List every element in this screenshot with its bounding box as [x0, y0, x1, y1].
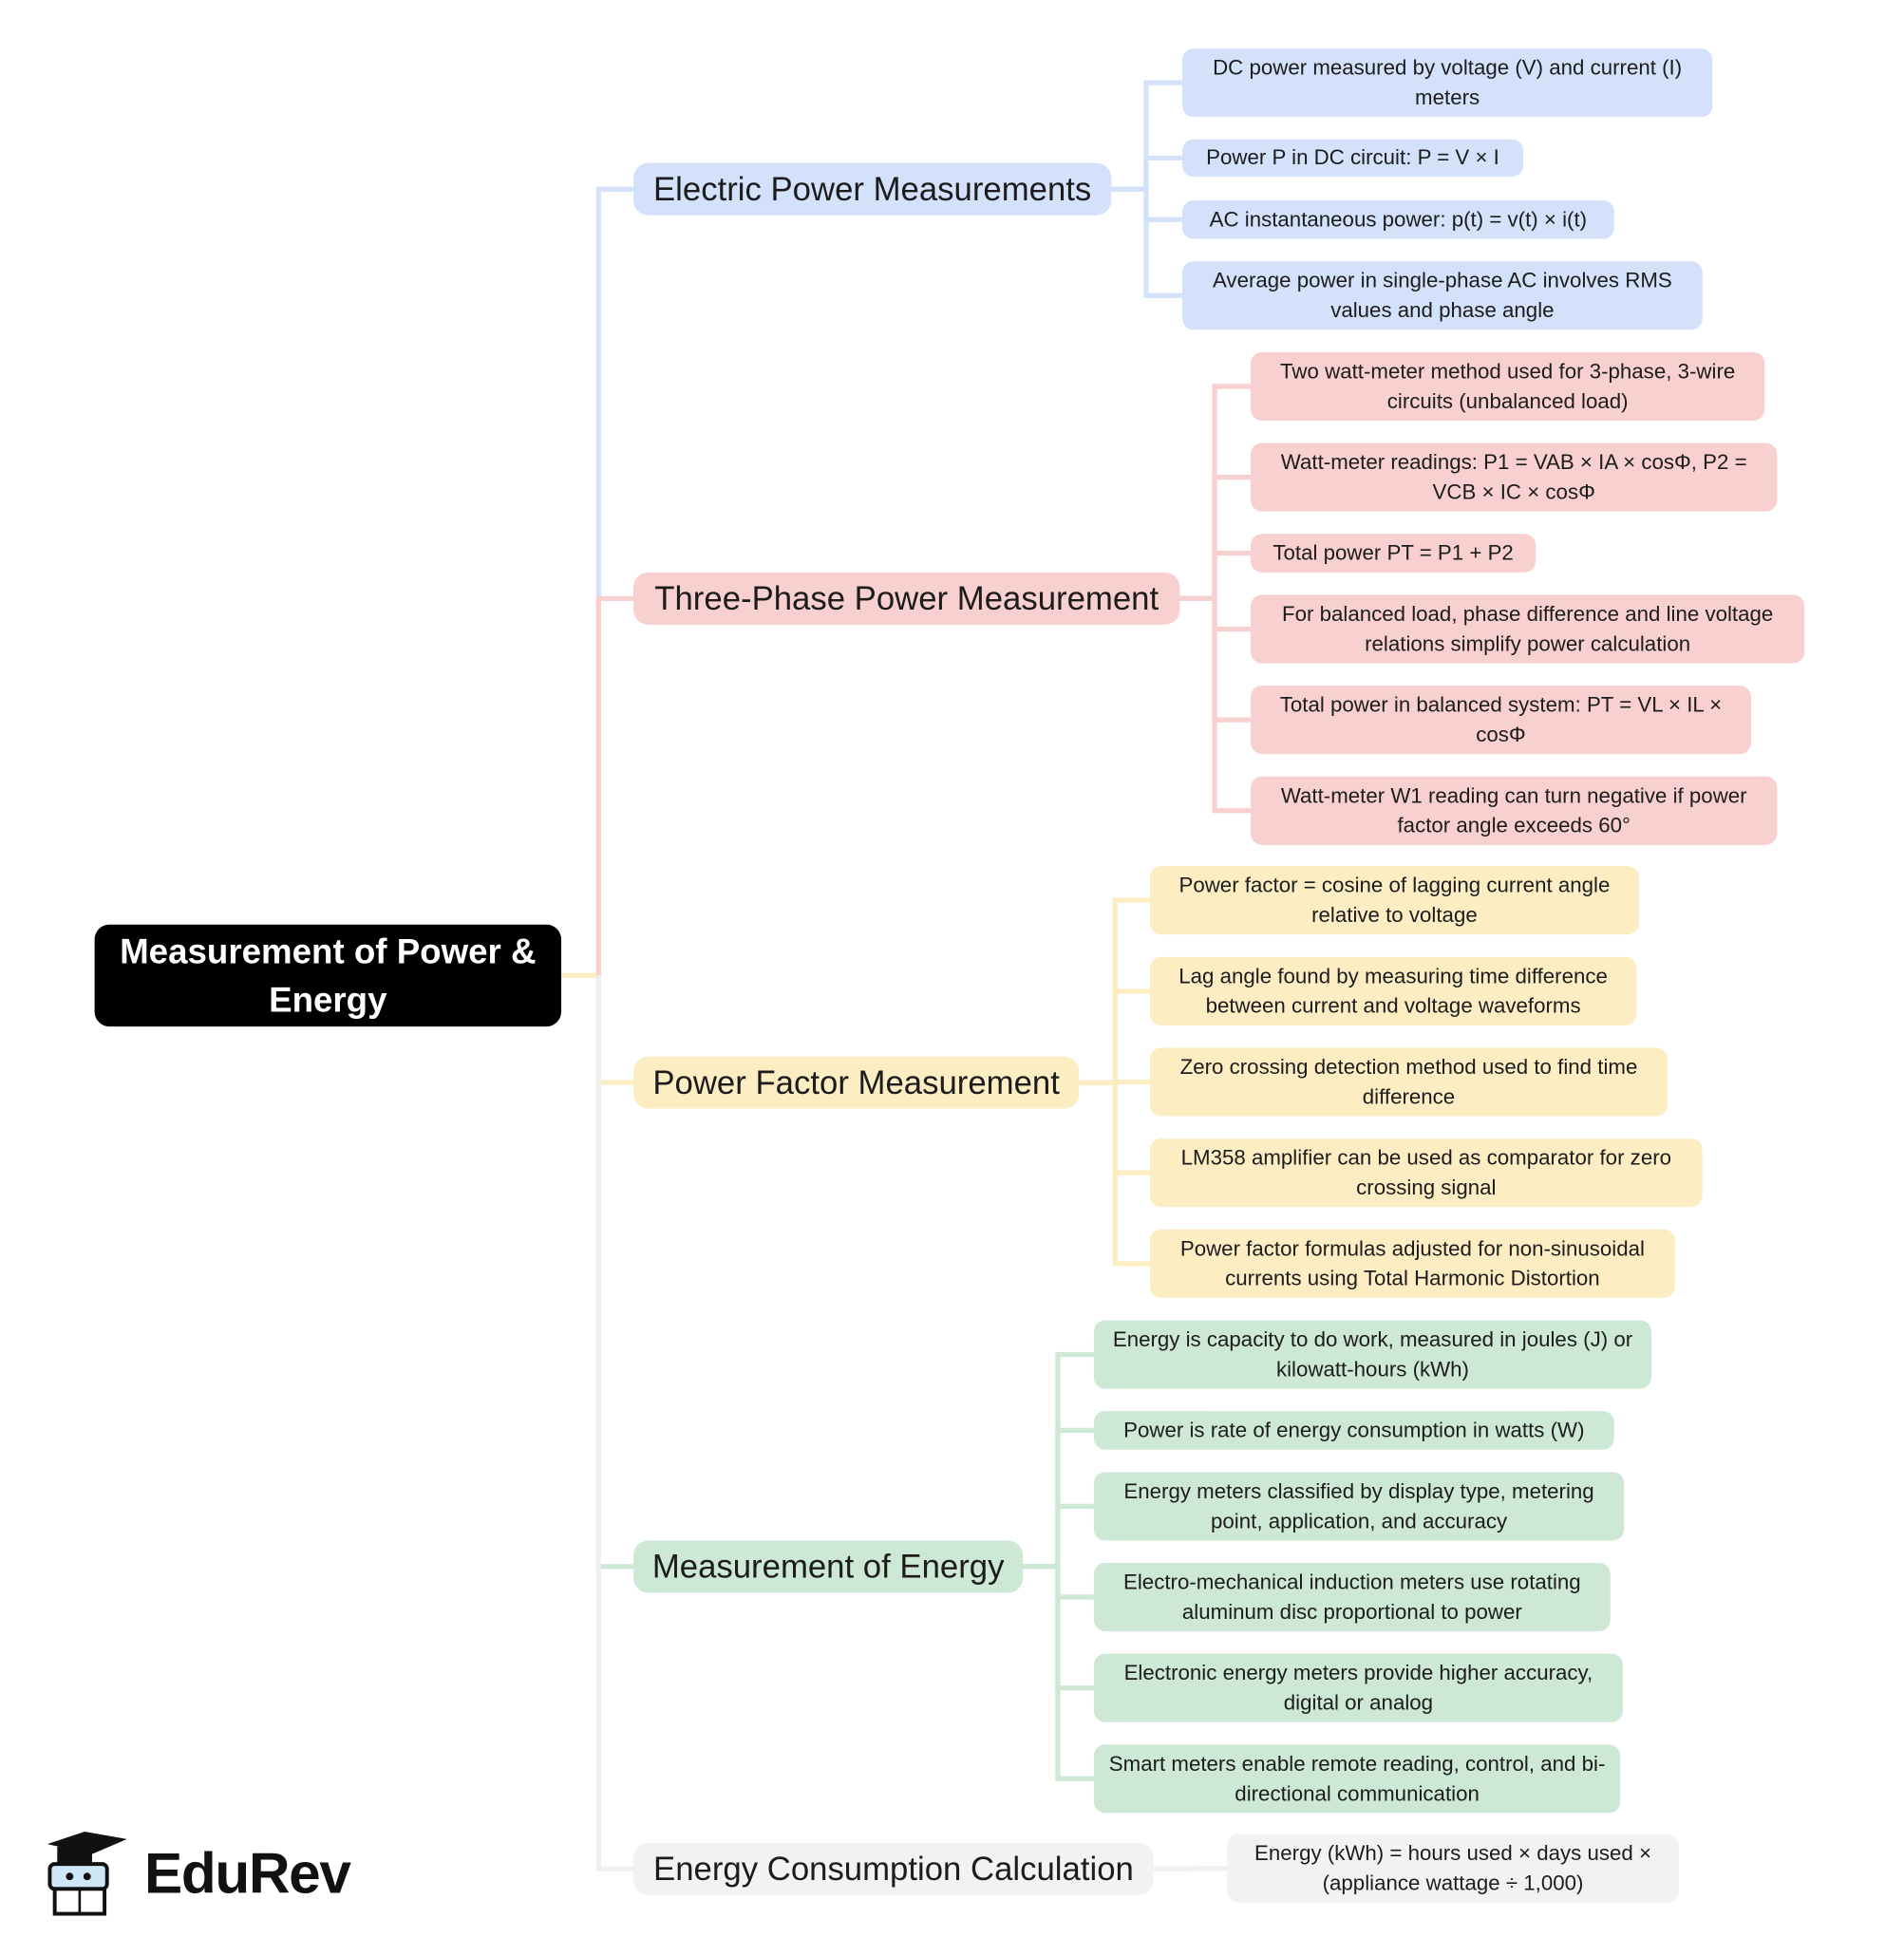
branch-node: Measurement of Energy: [633, 1540, 1024, 1593]
leaf-connector: [1112, 988, 1150, 1083]
leaf-connector: [1055, 1427, 1094, 1567]
leaf-node: Energy (kWh) = hours used × days used × …: [1227, 1834, 1679, 1903]
leaf-connector: [1112, 1082, 1150, 1175]
leaf-node: Smart meters enable remote reading, cont…: [1093, 1744, 1621, 1814]
branch-connector: [595, 975, 634, 1570]
leaf-connector: [1153, 1866, 1228, 1871]
leaf-node: AC instantaneous power: p(t) = v(t) × i(…: [1181, 199, 1614, 239]
leaf-node: DC power measured by voltage (V) and cur…: [1181, 48, 1713, 118]
branch-node: Three-Phase Power Measurement: [633, 572, 1180, 625]
leaf-connector: [1112, 1082, 1150, 1267]
leaf-node: Lag angle found by measuring time differ…: [1149, 956, 1637, 1025]
leaf-node: Total power PT = P1 + P2: [1251, 534, 1536, 573]
leaf-connector: [1055, 1566, 1094, 1781]
leaf-connector: [1055, 1351, 1094, 1567]
leaf-connector: [1212, 598, 1252, 632]
leaf-node: Power factor = cosine of lagging current…: [1149, 866, 1639, 935]
leaf-node: Two watt-meter method used for 3-phase, …: [1251, 351, 1765, 421]
leaf-connector: [1212, 474, 1252, 599]
leaf-node: Total power in balanced system: PT = VL …: [1251, 686, 1751, 755]
branch-connector: [595, 186, 634, 976]
leaf-connector: [1055, 1566, 1094, 1691]
leaf-node: Electro-mechanical induction meters use …: [1093, 1562, 1611, 1632]
leaf-connector: [1212, 384, 1252, 599]
leaf-node: Electronic energy meters provide higher …: [1093, 1653, 1623, 1722]
branch-connector: [595, 975, 634, 1085]
branch-node: Power Factor Measurement: [633, 1056, 1080, 1109]
leaf-connector: [1212, 550, 1252, 599]
leaf-connector: [1143, 189, 1182, 298]
branch-node: Energy Consumption Calculation: [633, 1842, 1154, 1895]
leaf-connector: [1212, 598, 1252, 814]
leaf-node: Power P in DC circuit: P = V × I: [1181, 139, 1524, 178]
root-node: Measurement of Power & Energy: [94, 924, 562, 1027]
leaf-node: LM358 amplifier can be used as comparato…: [1149, 1138, 1703, 1208]
branch-connector: [595, 975, 634, 1871]
leaf-node: Energy meters classified by display type…: [1093, 1472, 1625, 1541]
leaf-node: Power factor formulas adjusted for non-s…: [1149, 1229, 1675, 1298]
leaf-node: Energy is capacity to do work, measured …: [1093, 1320, 1652, 1389]
leaf-node: Watt-meter W1 reading can turn negative …: [1251, 776, 1778, 845]
leaf-connector: [1143, 189, 1182, 222]
leaf-connector: [1112, 1079, 1150, 1085]
leaf-connector: [1143, 80, 1182, 190]
leaf-node: Watt-meter readings: P1 = VAB × IA × cos…: [1251, 442, 1778, 512]
leaf-connector: [1055, 1503, 1094, 1567]
graduate-mascot-icon: [47, 1832, 127, 1916]
edurev-logo: EduRev: [37, 1829, 351, 1916]
branch-connector: [595, 595, 634, 976]
leaf-connector: [1143, 155, 1182, 190]
leaf-node: Average power in single-phase AC involve…: [1181, 261, 1703, 330]
branch-node: Electric Power Measurements: [633, 162, 1112, 216]
leaf-connector: [1055, 1566, 1094, 1600]
leaf-connector: [1212, 598, 1252, 723]
leaf-node: Zero crossing detection method used to f…: [1149, 1047, 1668, 1117]
leaf-node: For balanced load, phase difference and …: [1251, 594, 1805, 664]
logo-text: EduRev: [144, 1840, 351, 1906]
leaf-node: Power is rate of energy consumption in w…: [1093, 1411, 1614, 1450]
